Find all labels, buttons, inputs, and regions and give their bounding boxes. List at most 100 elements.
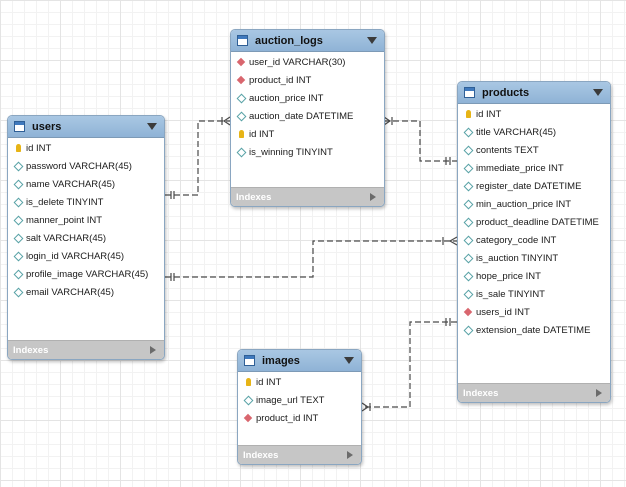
- table-icon: [14, 121, 25, 132]
- collapse-icon[interactable]: [147, 123, 157, 130]
- column-icon: [463, 273, 473, 280]
- column-row[interactable]: email VARCHAR(45): [8, 283, 164, 301]
- indexes-footer[interactable]: Indexes: [8, 340, 164, 359]
- column-text: login_id VARCHAR(45): [26, 250, 125, 262]
- column-row[interactable]: id INT: [8, 139, 164, 157]
- column-text: auction_date DATETIME: [249, 110, 354, 122]
- column-text: product_id INT: [256, 412, 319, 424]
- table-icon: [244, 355, 255, 366]
- column-row[interactable]: is_sale TINYINT: [458, 285, 610, 303]
- column-row[interactable]: is_auction TINYINT: [458, 249, 610, 267]
- collapse-icon[interactable]: [344, 357, 354, 364]
- table-icon: [237, 35, 248, 46]
- column-text: min_auction_price INT: [476, 198, 572, 210]
- table-auction-logs[interactable]: auction_logs user_id VARCHAR(30) product…: [230, 29, 385, 207]
- column-text: category_code INT: [476, 234, 557, 246]
- column-row[interactable]: auction_price INT: [231, 89, 384, 107]
- column-row[interactable]: min_auction_price INT: [458, 195, 610, 213]
- column-icon: [463, 165, 473, 172]
- column-row[interactable]: register_date DATETIME: [458, 177, 610, 195]
- column-row[interactable]: is_delete TINYINT: [8, 193, 164, 211]
- column-row[interactable]: product_deadline DATETIME: [458, 213, 610, 231]
- expand-arrow-icon[interactable]: [596, 389, 602, 397]
- column-text: image_url TEXT: [256, 394, 325, 406]
- collapse-icon[interactable]: [367, 37, 377, 44]
- column-text: product_deadline DATETIME: [476, 216, 599, 228]
- column-row[interactable]: id INT: [238, 373, 361, 391]
- column-text: auction_price INT: [249, 92, 324, 104]
- table-header[interactable]: products: [458, 82, 610, 104]
- column-row[interactable]: password VARCHAR(45): [8, 157, 164, 175]
- expand-arrow-icon[interactable]: [370, 193, 376, 201]
- column-text: user_id VARCHAR(30): [249, 56, 346, 68]
- column-list: user_id VARCHAR(30) product_id INT aucti…: [231, 52, 384, 161]
- column-row[interactable]: salt VARCHAR(45): [8, 229, 164, 247]
- indexes-label: Indexes: [463, 387, 499, 399]
- column-text: is_sale TINYINT: [476, 288, 545, 300]
- column-row[interactable]: manner_point INT: [8, 211, 164, 229]
- column-text: title VARCHAR(45): [476, 126, 557, 138]
- column-row[interactable]: title VARCHAR(45): [458, 123, 610, 141]
- column-row[interactable]: name VARCHAR(45): [8, 175, 164, 193]
- indexes-footer[interactable]: Indexes: [231, 187, 384, 206]
- column-list: id INT password VARCHAR(45) name VARCHAR…: [8, 138, 164, 301]
- column-row[interactable]: product_id INT: [231, 71, 384, 89]
- column-icon: [13, 163, 23, 170]
- column-row[interactable]: hope_price INT: [458, 267, 610, 285]
- column-text: manner_point INT: [26, 214, 103, 226]
- column-text: contents TEXT: [476, 144, 539, 156]
- column-text: name VARCHAR(45): [26, 178, 116, 190]
- table-header[interactable]: auction_logs: [231, 30, 384, 52]
- column-row[interactable]: id INT: [458, 105, 610, 123]
- table-header[interactable]: images: [238, 350, 361, 372]
- table-products[interactable]: products id INT title VARCHAR(45) conten…: [457, 81, 611, 403]
- column-row[interactable]: image_url TEXT: [238, 391, 361, 409]
- column-text: register_date DATETIME: [476, 180, 582, 192]
- column-icon: [463, 219, 473, 226]
- column-icon: [13, 271, 23, 278]
- column-list: id INT image_url TEXT product_id INT: [238, 372, 361, 427]
- primary-key-icon: [243, 378, 253, 386]
- column-icon: [13, 181, 23, 188]
- column-icon: [236, 95, 246, 102]
- collapse-icon[interactable]: [593, 89, 603, 96]
- relationship-users-products[interactable]: [165, 236, 458, 281]
- expand-arrow-icon[interactable]: [347, 451, 353, 459]
- column-row[interactable]: extension_date DATETIME: [458, 321, 610, 339]
- table-users[interactable]: users id INT password VARCHAR(45) name V…: [7, 115, 165, 360]
- column-icon: [13, 253, 23, 260]
- column-icon: [463, 327, 473, 334]
- column-row[interactable]: category_code INT: [458, 231, 610, 249]
- foreign-key-icon: [236, 59, 246, 65]
- column-icon: [463, 237, 473, 244]
- column-text: id INT: [249, 128, 275, 140]
- expand-arrow-icon[interactable]: [150, 346, 156, 354]
- column-row[interactable]: user_id VARCHAR(30): [231, 53, 384, 71]
- column-text: extension_date DATETIME: [476, 324, 591, 336]
- column-row[interactable]: users_id INT: [458, 303, 610, 321]
- column-row[interactable]: profile_image VARCHAR(45): [8, 265, 164, 283]
- indexes-footer[interactable]: Indexes: [238, 445, 361, 464]
- column-row[interactable]: is_winning TINYINT: [231, 143, 384, 161]
- column-row[interactable]: immediate_price INT: [458, 159, 610, 177]
- table-images[interactable]: images id INT image_url TEXT product_id …: [237, 349, 362, 465]
- table-name: auction_logs: [255, 34, 323, 47]
- column-text: hope_price INT: [476, 270, 541, 282]
- indexes-footer[interactable]: Indexes: [458, 383, 610, 402]
- column-icon: [463, 291, 473, 298]
- column-row[interactable]: id INT: [231, 125, 384, 143]
- relationship-products-images[interactable]: [361, 318, 457, 412]
- primary-key-icon: [463, 110, 473, 118]
- column-text: id INT: [256, 376, 282, 388]
- column-row[interactable]: product_id INT: [238, 409, 361, 427]
- table-header[interactable]: users: [8, 116, 164, 138]
- relationship-users-auction-logs[interactable]: [165, 116, 231, 199]
- column-row[interactable]: auction_date DATETIME: [231, 107, 384, 125]
- indexes-label: Indexes: [13, 344, 49, 356]
- table-name: products: [482, 86, 530, 99]
- relationship-products-auction-logs[interactable]: [383, 116, 457, 165]
- column-text: immediate_price INT: [476, 162, 564, 174]
- column-row[interactable]: contents TEXT: [458, 141, 610, 159]
- column-row[interactable]: login_id VARCHAR(45): [8, 247, 164, 265]
